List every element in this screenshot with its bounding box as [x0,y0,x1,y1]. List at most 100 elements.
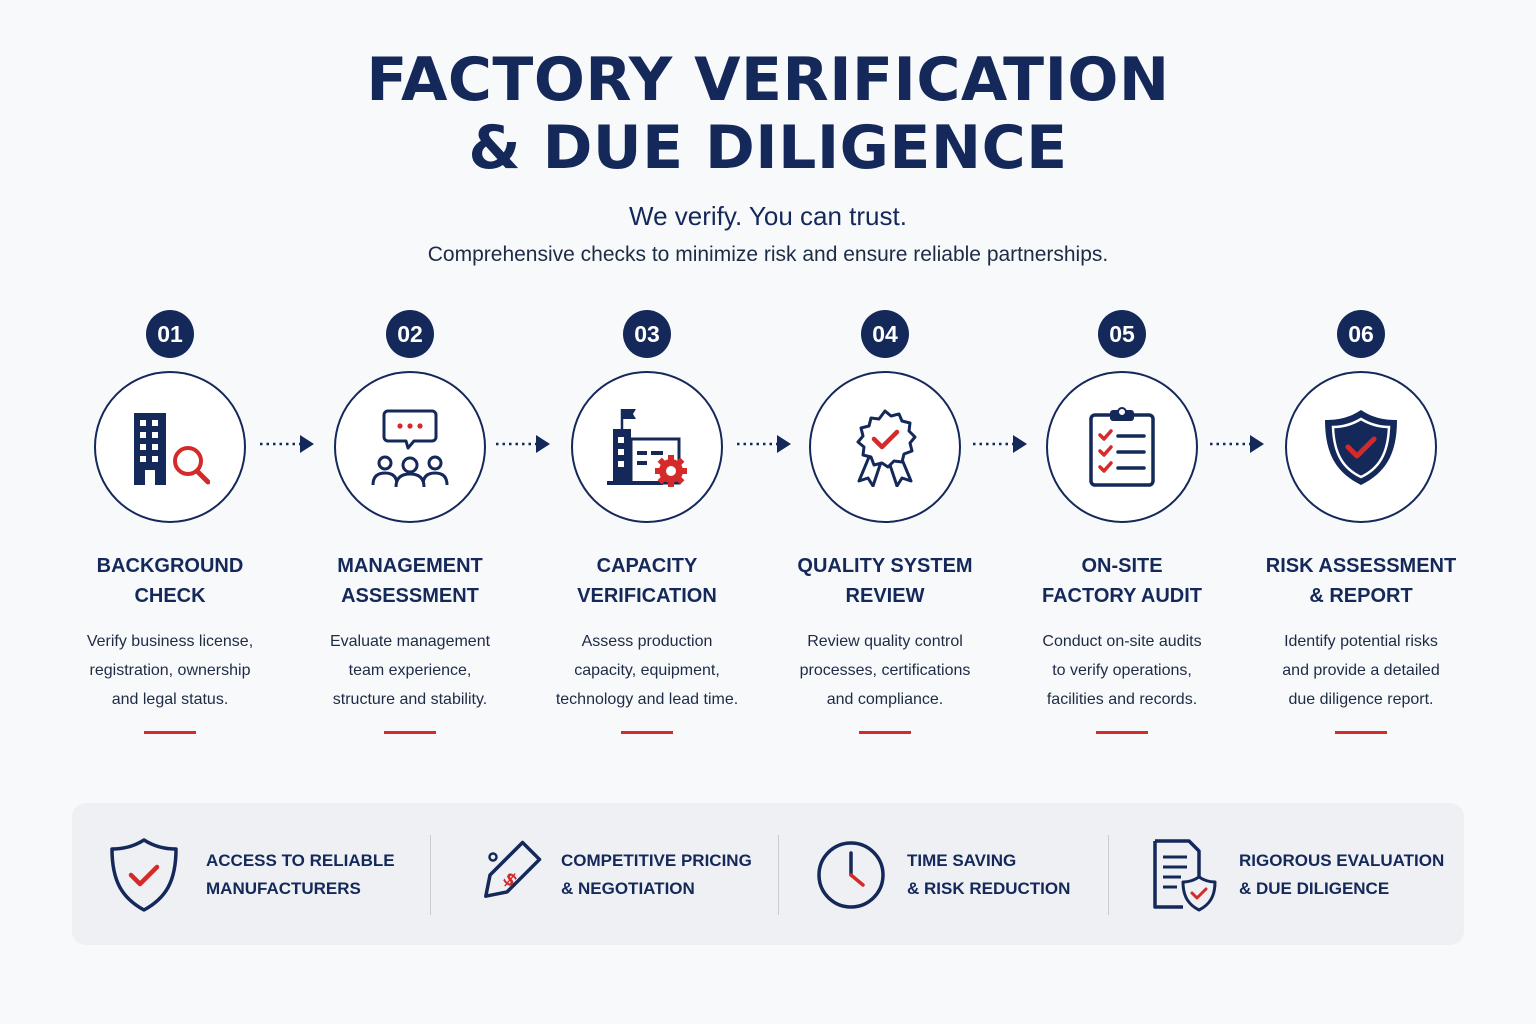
benefits-panel: ACCESS TO RELIABLE MANUFACTURERS $ COMPE… [72,803,1464,945]
dotted-arrow-icon [496,435,550,453]
tagline: We verify. You can trust. [629,201,907,231]
divider [1108,835,1109,915]
step-number-badge: 01 [146,310,194,358]
benefit-line: ACCESS TO RELIABLE [206,851,395,870]
step-icon-circle [809,371,961,523]
svg-text:$: $ [498,868,521,892]
step-number-badge: 02 [386,310,434,358]
page-title: FACTORY VERIFICATION & DUE DILIGENCE [0,46,1536,182]
step-desc-line: and compliance. [826,691,944,708]
step-title-line: REVIEW [845,585,925,607]
step-desc-line: to verify operations, [1052,662,1192,679]
red-underline [1335,731,1387,734]
step-icon-circle [1285,371,1437,523]
step-title-line: ASSESSMENT [341,585,479,607]
step-desc-line: due diligence report. [1288,691,1434,708]
step-desc-line: Conduct on-site audits [1042,633,1202,650]
benefit-1: ACCESS TO RELIABLE MANUFACTURERS [72,803,430,945]
step-desc-line: team experience, [348,662,472,679]
step-desc-line: Evaluate management [329,633,491,650]
red-underline [621,731,673,734]
team-chat-icon [371,409,449,487]
red-underline [384,731,436,734]
step-title-line: RISK ASSESSMENT [1265,555,1457,577]
red-underline [859,731,911,734]
benefit-line: & DUE DILIGENCE [1239,879,1390,898]
step-title-line: CAPACITY [596,555,698,577]
step-2: 02 MANAGEMENT ASSESSMENT Evaluate manage… [290,310,530,734]
quality-badge-icon [856,409,917,487]
price-tag-icon: $ [484,840,542,898]
step-description: Assess production capacity, equipment, t… [527,627,767,714]
factory-gear-icon [607,409,687,487]
step-icon-circle [334,371,486,523]
divider [430,835,431,915]
benefit-text: ACCESS TO RELIABLE MANUFACTURERS [206,847,395,903]
step-title-line: BACKGROUND [96,555,244,577]
step-title-line: VERIFICATION [577,585,717,607]
step-description: Evaluate management team experience, str… [290,627,530,714]
step-desc-line: structure and stability. [332,691,488,708]
dotted-arrow-icon [1210,435,1264,453]
step-1: 01 BACKGROUND CHECK Verify business lice… [50,310,290,734]
step-title-line: MANAGEMENT [337,555,483,577]
red-underline [1096,731,1148,734]
benefit-line: RIGOROUS EVALUATION [1239,851,1445,870]
benefit-2: $ COMPETITIVE PRICING & NEGOTIATION [431,803,778,945]
benefit-4: RIGOROUS EVALUATION & DUE DILIGENCE [1109,803,1464,945]
step-6: 06 RISK ASSESSMENT & REPORT Identify pot… [1241,310,1481,734]
step-description: Review quality control processes, certif… [765,627,1005,714]
step-number-badge: 05 [1098,310,1146,358]
clipboard-checklist-icon [1089,407,1155,487]
step-number-badge: 06 [1337,310,1385,358]
step-5: 05 ON-SITE FACTORY AUDIT Conduct on-site… [1002,310,1242,734]
step-title: MANAGEMENT ASSESSMENT [290,551,530,611]
step-desc-line: Assess production [581,633,713,650]
step-4: 04 QUALITY SYSTEM REVIEW Review quality … [765,310,1005,734]
shield-check-icon [110,838,178,912]
step-desc-line: Review quality control [807,633,963,650]
step-desc-line: registration, ownership [89,662,251,679]
dotted-arrow-icon [973,435,1027,453]
document-shield-icon [1153,839,1217,912]
step-desc-line: and provide a detailed [1282,662,1440,679]
benefit-3: TIME SAVING & RISK REDUCTION [779,803,1108,945]
step-title: RISK ASSESSMENT & REPORT [1241,551,1481,611]
step-desc-line: processes, certifications [799,662,971,679]
benefit-line: & NEGOTIATION [561,879,695,898]
benefit-line: MANUFACTURERS [206,879,361,898]
step-icon-circle [571,371,723,523]
step-title-line: ON-SITE [1081,555,1163,577]
building-search-icon [134,413,210,485]
step-title-line: FACTORY AUDIT [1041,585,1202,607]
benefit-text: RIGOROUS EVALUATION & DUE DILIGENCE [1239,847,1444,903]
step-desc-line: technology and lead time. [555,691,739,708]
subtitle: Comprehensive checks to minimize risk an… [427,243,1109,266]
step-icon-circle [94,371,246,523]
dotted-arrow-icon [260,435,314,453]
step-desc-line: Verify business license, [86,633,254,650]
step-number-badge: 03 [623,310,671,358]
divider [778,835,779,915]
step-title-line: CHECK [134,585,206,607]
step-title: QUALITY SYSTEM REVIEW [765,551,1005,611]
title-line-2: & DUE DILIGENCE [468,113,1068,183]
step-desc-line: and legal status. [111,691,229,708]
step-desc-line: capacity, equipment, [574,662,720,679]
step-description: Conduct on-site audits to verify operati… [1002,627,1242,714]
dotted-arrow-icon [737,435,791,453]
step-desc-line: Identify potential risks [1284,633,1438,650]
title-line-1: FACTORY VERIFICATION [366,45,1170,115]
step-description: Identify potential risks and provide a d… [1241,627,1481,714]
benefit-text: TIME SAVING & RISK REDUCTION [907,847,1070,903]
step-icon-circle [1046,371,1198,523]
step-description: Verify business license, registration, o… [50,627,290,714]
benefit-line: COMPETITIVE PRICING [561,851,752,870]
red-underline [144,731,196,734]
step-title-line: QUALITY SYSTEM [797,555,973,577]
shield-check-icon [1325,410,1397,485]
step-3: 03 CAPACITY VERIFICATION [527,310,767,734]
step-title: CAPACITY VERIFICATION [527,551,767,611]
benefit-line: TIME SAVING [907,851,1017,870]
step-title-line: & REPORT [1309,585,1413,607]
